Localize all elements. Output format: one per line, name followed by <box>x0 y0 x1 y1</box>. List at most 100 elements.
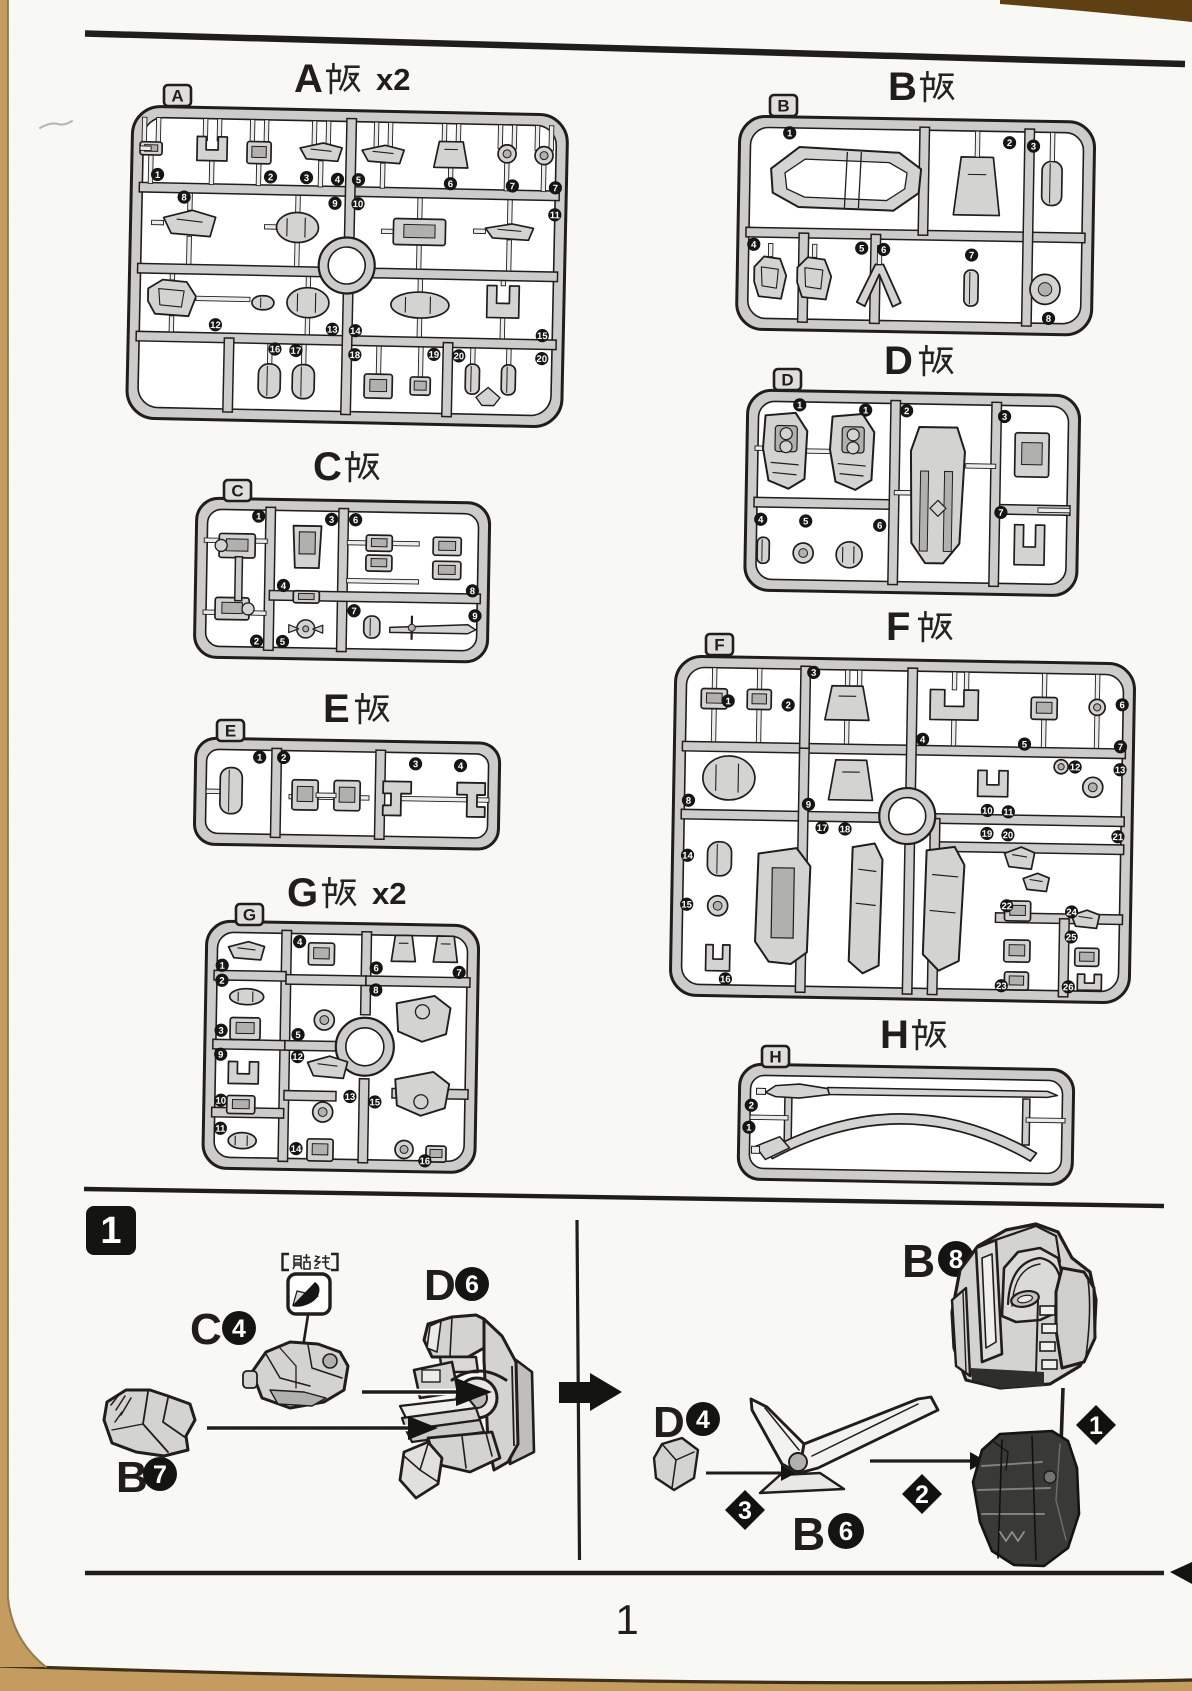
svg-text:3: 3 <box>1031 141 1036 152</box>
svg-text:B: B <box>902 1235 935 1287</box>
svg-text:D: D <box>884 339 913 383</box>
svg-text:20: 20 <box>453 351 464 362</box>
svg-text:7: 7 <box>1118 742 1123 753</box>
svg-text:4: 4 <box>696 1406 710 1434</box>
svg-text:12: 12 <box>210 320 221 331</box>
svg-text:18: 18 <box>840 824 851 835</box>
svg-text:E: E <box>225 722 236 741</box>
svg-text:11: 11 <box>1003 807 1014 818</box>
svg-text:B: B <box>792 1508 825 1560</box>
svg-text:4: 4 <box>751 240 757 251</box>
svg-text:25: 25 <box>1066 932 1077 943</box>
svg-text:15: 15 <box>537 331 549 342</box>
svg-text:14: 14 <box>291 1144 302 1155</box>
svg-text:4: 4 <box>920 735 926 746</box>
svg-text:C: C <box>313 445 342 489</box>
svg-text:B: B <box>777 97 789 116</box>
svg-text:5: 5 <box>280 637 286 648</box>
svg-text:20: 20 <box>1003 830 1014 841</box>
svg-text:4: 4 <box>758 515 764 526</box>
svg-text:6: 6 <box>881 245 886 256</box>
svg-text:1: 1 <box>219 961 225 972</box>
svg-text:14: 14 <box>682 851 693 862</box>
svg-text:16: 16 <box>720 974 731 985</box>
svg-text:5: 5 <box>1022 739 1028 750</box>
svg-text:9: 9 <box>472 611 477 622</box>
svg-text:14: 14 <box>350 326 362 337</box>
svg-text:13: 13 <box>1115 765 1126 776</box>
svg-text:1: 1 <box>1089 1412 1103 1440</box>
svg-text:10: 10 <box>982 806 993 817</box>
svg-text:26: 26 <box>1063 982 1074 993</box>
svg-text:16: 16 <box>270 344 281 355</box>
svg-text:2: 2 <box>268 172 274 183</box>
svg-text:D: D <box>781 371 793 390</box>
svg-text:3: 3 <box>218 1026 223 1037</box>
svg-text:12: 12 <box>1070 762 1081 773</box>
svg-text:11: 11 <box>215 1124 226 1135</box>
svg-text:16: 16 <box>419 1156 430 1167</box>
svg-text:13: 13 <box>345 1092 356 1103</box>
svg-text:6: 6 <box>353 515 358 526</box>
svg-text:5: 5 <box>295 1030 301 1041</box>
svg-text:4: 4 <box>458 761 464 772</box>
svg-text:9: 9 <box>218 1050 223 1061</box>
svg-text:E: E <box>323 687 350 731</box>
svg-text:2: 2 <box>1007 138 1012 149</box>
svg-text:6: 6 <box>448 179 454 190</box>
svg-text:F: F <box>714 636 724 655</box>
svg-text:A: A <box>171 87 183 106</box>
svg-text:8: 8 <box>373 985 378 996</box>
svg-text:7: 7 <box>510 181 516 192</box>
svg-text:17: 17 <box>817 823 828 834</box>
svg-text:23: 23 <box>996 981 1007 992</box>
svg-text:5: 5 <box>859 243 865 254</box>
svg-text:12: 12 <box>292 1052 303 1063</box>
svg-text:3: 3 <box>1002 412 1007 423</box>
svg-text:1: 1 <box>787 128 793 139</box>
svg-text:4: 4 <box>281 581 287 592</box>
svg-text:7: 7 <box>553 183 559 194</box>
svg-text:2: 2 <box>219 976 224 987</box>
svg-text:2: 2 <box>254 636 259 647</box>
svg-text:6: 6 <box>1119 700 1124 711</box>
svg-text:x2: x2 <box>372 876 406 911</box>
svg-text:2: 2 <box>281 753 286 764</box>
svg-text:6: 6 <box>373 963 378 974</box>
svg-text:x2: x2 <box>376 62 410 97</box>
svg-text:1: 1 <box>615 1596 638 1643</box>
svg-text:3: 3 <box>811 668 816 679</box>
svg-text:B: B <box>888 65 917 109</box>
svg-text:B: B <box>116 1453 148 1502</box>
svg-text:10: 10 <box>215 1096 226 1107</box>
svg-text:24: 24 <box>1066 907 1077 918</box>
svg-text:2: 2 <box>904 406 909 417</box>
svg-text:2: 2 <box>915 1481 929 1509</box>
svg-text:6: 6 <box>465 1271 479 1299</box>
svg-text:G: G <box>243 906 256 925</box>
svg-text:1: 1 <box>257 752 263 763</box>
svg-text:7: 7 <box>969 250 974 261</box>
svg-text:A: A <box>294 57 323 101</box>
svg-text:D: D <box>424 1261 456 1310</box>
svg-text:20: 20 <box>536 354 547 365</box>
svg-text:18: 18 <box>349 350 360 361</box>
svg-text:8: 8 <box>181 192 187 203</box>
svg-text:3: 3 <box>738 1497 752 1525</box>
svg-text:17: 17 <box>290 346 301 357</box>
svg-text:10: 10 <box>353 199 364 210</box>
svg-text:13: 13 <box>327 325 338 336</box>
svg-text:7: 7 <box>456 968 461 979</box>
svg-text:6: 6 <box>877 521 882 532</box>
svg-text:5: 5 <box>803 516 809 527</box>
svg-text:1: 1 <box>155 170 161 181</box>
svg-text:8: 8 <box>949 1244 963 1274</box>
svg-text:22: 22 <box>1001 901 1012 912</box>
svg-text:7: 7 <box>998 508 1003 519</box>
svg-text:G: G <box>287 871 318 915</box>
svg-text:H: H <box>880 1013 909 1057</box>
svg-text:3: 3 <box>304 173 310 184</box>
svg-text:4: 4 <box>335 175 341 186</box>
svg-text:4: 4 <box>297 937 303 948</box>
svg-text:C: C <box>190 1305 222 1354</box>
